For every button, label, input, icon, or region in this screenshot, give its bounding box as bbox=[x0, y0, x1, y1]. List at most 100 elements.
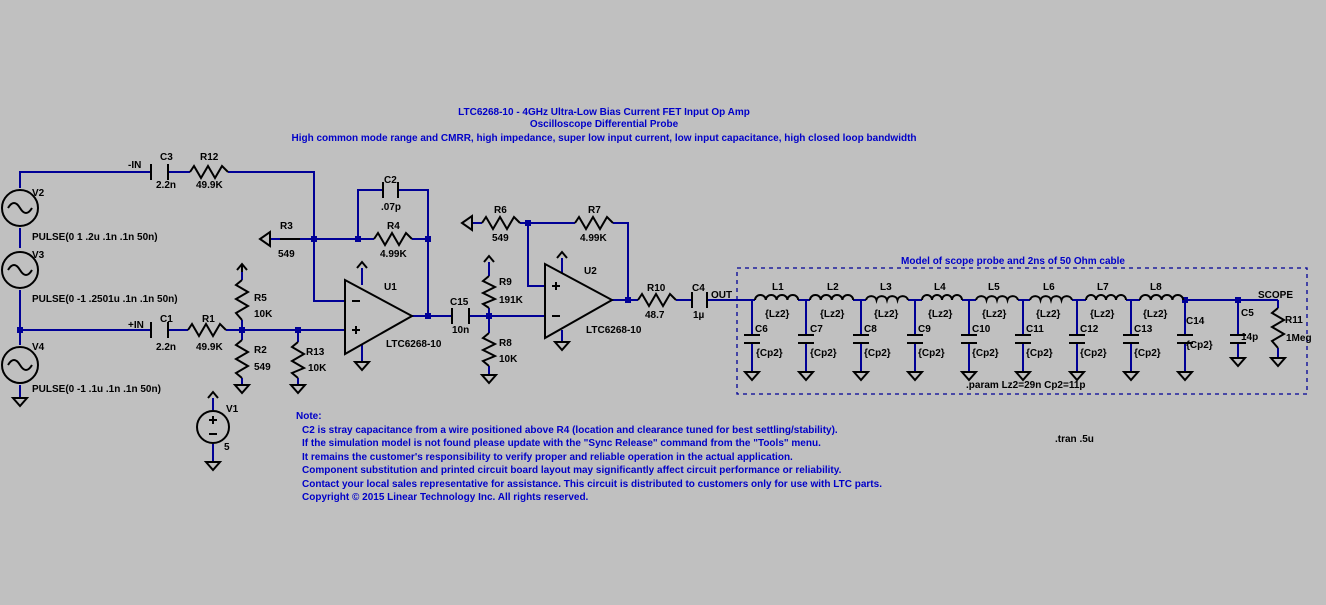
opamp-U2 bbox=[544, 262, 615, 340]
label-pos-in: +IN bbox=[128, 320, 144, 331]
label-r4: R4 bbox=[387, 221, 400, 232]
value-r3: 549 bbox=[278, 249, 295, 260]
value-r5: 10K bbox=[254, 309, 273, 320]
value-l3: {Lz2} bbox=[874, 309, 899, 320]
label-r10: R10 bbox=[647, 283, 666, 294]
label-v4: V4 bbox=[32, 342, 45, 353]
label-l7: L7 bbox=[1097, 282, 1109, 293]
schematic-subtitle: Oscilloscope Differential Probe bbox=[530, 119, 679, 130]
param-directive: .param Lz2=29n Cp2=11p bbox=[966, 380, 1086, 391]
value-r10: 48.7 bbox=[645, 310, 665, 321]
value-v1: 5 bbox=[224, 442, 230, 453]
value-c5: 14p bbox=[1241, 332, 1258, 343]
label-u2: U2 bbox=[584, 266, 597, 277]
value-l1: {Lz2} bbox=[765, 309, 790, 320]
value-r2: 549 bbox=[254, 362, 271, 373]
value-c4: 1µ bbox=[693, 310, 705, 321]
value-c1: 2.2n bbox=[156, 342, 176, 353]
note-line: It remains the customer's responsibility… bbox=[302, 452, 793, 463]
label-c5: C5 bbox=[1241, 308, 1254, 319]
label-out: OUT bbox=[711, 290, 732, 301]
label-l6: L6 bbox=[1043, 282, 1055, 293]
label-r12: R12 bbox=[200, 152, 219, 163]
junctions bbox=[17, 220, 1241, 333]
label-r9: R9 bbox=[499, 277, 512, 288]
value-l7: {Lz2} bbox=[1090, 309, 1115, 320]
note-line: Contact your local sales representative … bbox=[302, 479, 882, 490]
value-c10: {Cp2} bbox=[972, 348, 999, 359]
value-l6: {Lz2} bbox=[1036, 309, 1061, 320]
label-l8: L8 bbox=[1150, 282, 1162, 293]
value-r4: 4.99K bbox=[380, 249, 407, 260]
label-r11: R11 bbox=[1285, 315, 1303, 326]
label-l5: L5 bbox=[988, 282, 1000, 293]
inductors bbox=[754, 294, 1185, 304]
tran-directive: .tran .5u bbox=[1055, 434, 1094, 445]
value-v3: PULSE(0 -1 .2501u .1n .1n 50n) bbox=[32, 294, 178, 305]
label-r1: R1 bbox=[202, 314, 215, 325]
resistors bbox=[187, 164, 1286, 379]
value-c7: {Cp2} bbox=[810, 348, 837, 359]
label-l1: L1 bbox=[772, 282, 784, 293]
value-r6: 549 bbox=[492, 233, 509, 244]
source-V4 bbox=[1, 346, 39, 384]
label-r6: R6 bbox=[494, 205, 507, 216]
note-line: C2 is stray capacitance from a wire posi… bbox=[302, 425, 838, 436]
value-c2: .07p bbox=[381, 202, 401, 213]
value-c15: 10n bbox=[452, 325, 469, 336]
label-v3: V3 bbox=[32, 250, 45, 261]
label-c13: C13 bbox=[1134, 324, 1153, 335]
value-v2: PULSE(0 1 .2u .1n .1n 50n) bbox=[32, 232, 158, 243]
source-V1 bbox=[196, 410, 230, 444]
ground-symbols bbox=[10, 214, 1288, 472]
label-c12: C12 bbox=[1080, 324, 1099, 335]
value-r12: 49.9K bbox=[196, 180, 223, 191]
label-scope: SCOPE bbox=[1258, 290, 1293, 301]
label-c4: C4 bbox=[692, 283, 705, 294]
probe-model-box bbox=[736, 267, 1308, 395]
label-c9: C9 bbox=[918, 324, 931, 335]
label-r8: R8 bbox=[499, 338, 512, 349]
value-c13: {Cp2} bbox=[1134, 348, 1161, 359]
value-r7: 4.99K bbox=[580, 233, 607, 244]
value-c3: 2.2n bbox=[156, 180, 176, 191]
label-r2: R2 bbox=[254, 345, 267, 356]
value-r11: 1Meg bbox=[1286, 333, 1312, 344]
value-u1: LTC6268-10 bbox=[386, 339, 442, 350]
value-l8: {Lz2} bbox=[1143, 309, 1168, 320]
value-r13: 10K bbox=[308, 363, 327, 374]
value-v4: PULSE(0 -1 .1u .1n .1n 50n) bbox=[32, 384, 161, 395]
label-v2: V2 bbox=[32, 188, 45, 199]
note-heading: Note: bbox=[296, 411, 322, 422]
label-c10: C10 bbox=[972, 324, 991, 335]
schematic-description: High common mode range and CMRR, high im… bbox=[291, 133, 916, 144]
label-r5: R5 bbox=[254, 293, 267, 304]
label-c15: C15 bbox=[450, 297, 469, 308]
label-l2: L2 bbox=[827, 282, 839, 293]
value-c9: {Cp2} bbox=[918, 348, 945, 359]
value-r1: 49.9K bbox=[196, 342, 223, 353]
note-line: If the simulation model is not found ple… bbox=[302, 438, 821, 449]
value-r8: 10K bbox=[499, 354, 518, 365]
schematic-title: LTC6268-10 - 4GHz Ultra-Low Bias Current… bbox=[458, 107, 750, 118]
opamp-U1 bbox=[344, 278, 415, 356]
label-r3: R3 bbox=[280, 221, 293, 232]
value-u2: LTC6268-10 bbox=[586, 325, 642, 336]
probe-model-title: Model of scope probe and 2ns of 50 Ohm c… bbox=[901, 256, 1125, 267]
value-l5: {Lz2} bbox=[982, 309, 1007, 320]
label-c2: C2 bbox=[384, 175, 397, 186]
label-c8: C8 bbox=[864, 324, 877, 335]
wires bbox=[19, 171, 1279, 462]
source-V2 bbox=[1, 189, 39, 227]
label-neg-in: -IN bbox=[128, 160, 141, 171]
label-c1: C1 bbox=[160, 314, 173, 325]
label-c11: C11 bbox=[1026, 324, 1044, 335]
value-c6: {Cp2} bbox=[756, 348, 783, 359]
label-c6: C6 bbox=[755, 324, 768, 335]
source-V3 bbox=[1, 251, 39, 289]
label-v1: V1 bbox=[226, 404, 239, 415]
label-l3: L3 bbox=[880, 282, 892, 293]
value-l2: {Lz2} bbox=[820, 309, 845, 320]
label-l4: L4 bbox=[934, 282, 946, 293]
